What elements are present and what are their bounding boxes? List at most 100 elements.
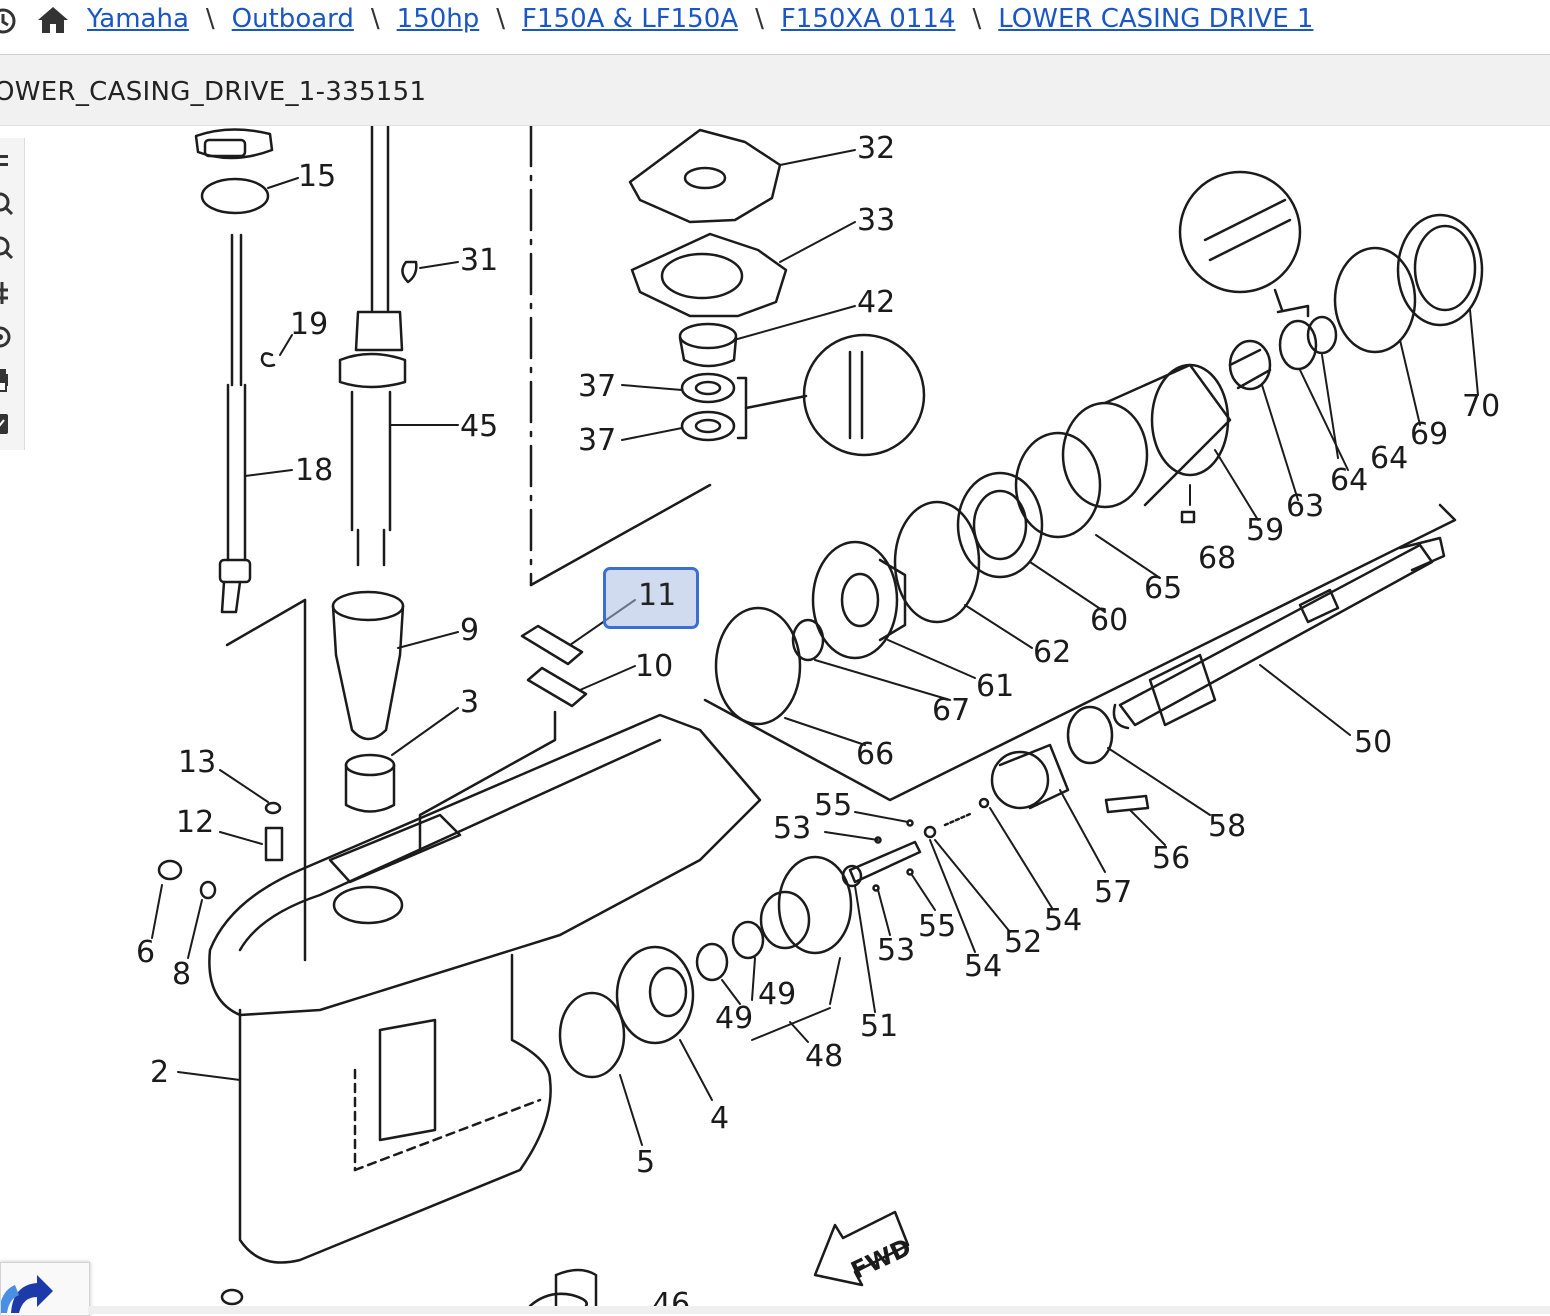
pump-housing-top (194, 128, 274, 160)
part-label[interactable]: 56 (1152, 841, 1190, 876)
part-label[interactable]: 53 (877, 933, 915, 968)
part-label[interactable]: 32 (857, 131, 895, 166)
breadcrumb-link-outboard[interactable]: Outboard (231, 4, 354, 34)
bearing-housing-59 (1061, 363, 1232, 509)
part-label[interactable]: 67 (932, 693, 970, 728)
breadcrumb-link-yamaha[interactable]: Yamaha (87, 4, 189, 34)
part-label[interactable]: 64 (1330, 463, 1368, 498)
breadcrumb-separator: \ (370, 4, 380, 34)
seal-64b (1306, 315, 1338, 355)
oil-seal-37 (680, 333, 926, 457)
breadcrumb-link-lower-casing-drive[interactable]: LOWER CASING DRIVE 1 (998, 4, 1314, 34)
home-icon[interactable] (36, 4, 70, 40)
part-label[interactable]: 42 (857, 285, 895, 320)
part-label[interactable]: 53 (773, 811, 811, 846)
parts-diagram: 32 15 33 31 42 19 37 37 45 18 70 69 64 6… (136, 126, 1500, 1306)
print-icon[interactable] (0, 366, 20, 396)
part-label[interactable]: 13 (178, 745, 216, 780)
breadcrumb: Yamaha\Outboard\150hp\F150A & LF150A\F15… (87, 4, 1313, 34)
bearing-60 (956, 471, 1044, 579)
shim-5 (558, 991, 626, 1079)
part-label[interactable]: 46 (652, 1287, 690, 1306)
part-label[interactable]: 3 (460, 685, 479, 720)
part-label[interactable]: 18 (295, 453, 333, 488)
part-label[interactable]: 2 (150, 1055, 169, 1090)
part-label[interactable]: 31 (460, 243, 498, 278)
part-label[interactable]: 58 (1208, 809, 1246, 844)
part-label[interactable]: 10 (635, 649, 673, 684)
part-label[interactable]: 64 (1370, 441, 1408, 476)
grease-detail (1178, 170, 1310, 318)
breadcrumb-separator: \ (972, 4, 982, 34)
highlighted-part-number: 11 (638, 578, 677, 613)
breadcrumb-link-f150xa[interactable]: F150XA 0114 (780, 4, 956, 34)
history-icon[interactable] (0, 6, 18, 40)
breadcrumb-link-f150a[interactable]: F150A & LF150A (522, 4, 739, 34)
zoom-in-icon[interactable] (0, 190, 20, 220)
seal-housing-42 (678, 322, 738, 368)
needle-bearing-63 (1228, 339, 1272, 391)
part-label[interactable]: 57 (1094, 875, 1132, 910)
part-label[interactable]: 55 (918, 909, 956, 944)
part-label[interactable]: 49 (758, 977, 796, 1012)
part-label[interactable]: 48 (805, 1039, 843, 1074)
part-label[interactable]: 68 (1198, 541, 1236, 576)
highlighted-part-callout[interactable]: 11 (603, 567, 699, 629)
part-label[interactable]: 37 (578, 423, 616, 458)
part-label[interactable]: 70 (1462, 389, 1500, 424)
part-label[interactable]: 9 (460, 613, 479, 648)
breadcrumb-separator: \ (205, 4, 215, 34)
part-label[interactable]: 49 (715, 1001, 753, 1036)
part-label[interactable]: 52 (1004, 925, 1042, 960)
part-label[interactable]: 66 (856, 737, 894, 772)
fasteners (157, 801, 284, 1306)
part-label[interactable]: 45 (460, 409, 498, 444)
part-label[interactable]: 4 (710, 1101, 729, 1136)
part-label[interactable]: 37 (578, 369, 616, 404)
part-label[interactable]: 65 (1144, 571, 1182, 606)
ring-nut-70 (1396, 213, 1484, 327)
part-46 (528, 1292, 588, 1306)
lower-casing-2 (208, 713, 762, 1306)
diagram-title-bar: OWER_CASING_DRIVE_1-335151 (0, 55, 1550, 126)
part-label[interactable]: 8 (172, 957, 191, 992)
propeller-shaft-50 (1112, 536, 1446, 730)
recaptcha-badge[interactable] (0, 1262, 90, 1316)
bottom-scroll-strip (88, 1306, 1550, 1314)
fwd-label: FWD (847, 1233, 916, 1285)
part-label[interactable]: 15 (298, 159, 336, 194)
part-label[interactable]: 62 (1033, 635, 1071, 670)
part-label[interactable]: 54 (964, 949, 1002, 984)
part-label[interactable]: 54 (1044, 903, 1082, 938)
part-label[interactable]: 61 (976, 669, 1014, 704)
part-label[interactable]: 55 (814, 788, 852, 823)
diagram-title: OWER_CASING_DRIVE_1-335151 (0, 77, 427, 107)
part-label[interactable]: 60 (1090, 603, 1128, 638)
part-label[interactable]: 6 (136, 935, 155, 970)
part-label[interactable]: 51 (860, 1009, 898, 1044)
breadcrumb-bar: Yamaha\Outboard\150hp\F150A & LF150A\F15… (0, 0, 1550, 55)
part-label[interactable]: 69 (1410, 417, 1448, 452)
part-label[interactable]: 33 (857, 203, 895, 238)
drive-shaft-45 (338, 126, 418, 567)
pump-cover-32 (628, 128, 782, 224)
bearing-4 (615, 945, 695, 1045)
sleeve-9 (331, 590, 405, 741)
edit-icon[interactable] (0, 410, 20, 440)
fit-icon[interactable] (0, 278, 20, 308)
part-label[interactable]: 50 (1354, 725, 1392, 760)
key-68 (1180, 510, 1196, 524)
part-label[interactable]: 59 (1246, 513, 1284, 548)
recaptcha-icon (1, 1275, 53, 1313)
menu-icon[interactable] (0, 146, 20, 176)
part-label[interactable]: 5 (636, 1145, 655, 1180)
part-label[interactable]: 63 (1286, 489, 1324, 524)
breadcrumb-link-150hp[interactable]: 150hp (396, 4, 480, 34)
clutch-57 (990, 743, 1070, 810)
part-label[interactable]: 12 (176, 805, 214, 840)
zoom-out-icon[interactable] (0, 234, 20, 264)
part-label[interactable]: 19 (290, 307, 328, 342)
washer-67 (791, 618, 825, 662)
reset-icon[interactable] (0, 322, 20, 352)
o-ring-15 (200, 177, 270, 215)
